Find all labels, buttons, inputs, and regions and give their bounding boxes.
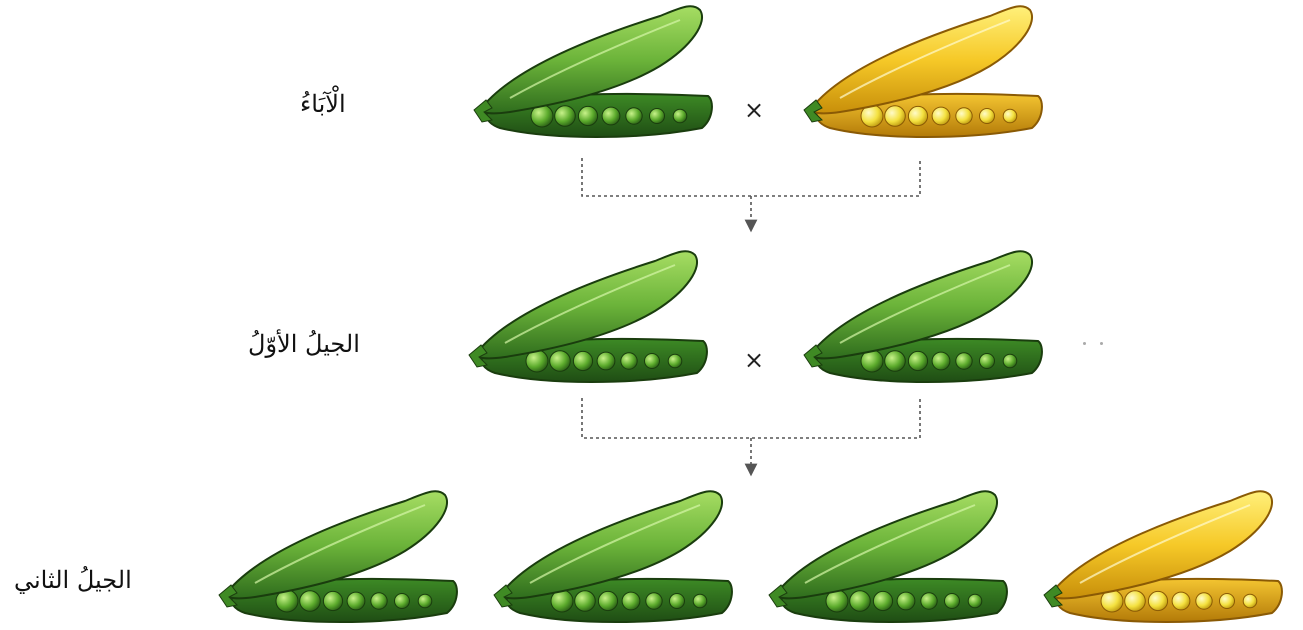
stray-dot xyxy=(1100,342,1103,345)
stray-dot xyxy=(1083,342,1086,345)
green-pea xyxy=(673,109,687,123)
green-pea xyxy=(908,351,927,370)
green-pea xyxy=(980,354,995,369)
green-pea xyxy=(575,591,596,612)
green-pea xyxy=(323,591,342,610)
yellow-pea xyxy=(1172,592,1190,610)
yellow-pea xyxy=(1125,591,1146,612)
connector-first-generation xyxy=(582,398,920,470)
green-pea xyxy=(626,108,642,124)
green-pea xyxy=(597,352,615,370)
green-pea xyxy=(573,351,592,370)
label-second-generation: الجيلُ الثاني xyxy=(14,566,132,594)
green-pea xyxy=(1003,354,1017,368)
yellow-pea xyxy=(956,108,972,124)
green-pea-pod xyxy=(769,491,1007,622)
green-pea xyxy=(645,354,660,369)
label-parents: الْآبَاءُ xyxy=(300,90,346,118)
green-pea xyxy=(621,353,637,369)
green-pea xyxy=(873,591,892,610)
green-pea xyxy=(347,592,365,610)
green-pea xyxy=(578,106,597,125)
green-pea-pod xyxy=(474,6,712,137)
yellow-pea xyxy=(1220,594,1235,609)
green-pea xyxy=(555,106,576,127)
green-pea xyxy=(371,593,387,609)
green-pea-pod xyxy=(494,491,732,622)
green-pea xyxy=(300,591,321,612)
green-pea xyxy=(921,593,937,609)
cross-symbol-first-generation: × xyxy=(744,346,764,374)
yellow-pea-pod xyxy=(1044,491,1282,622)
green-pea xyxy=(885,351,906,372)
yellow-pea xyxy=(1003,109,1017,123)
green-pea xyxy=(897,592,915,610)
yellow-pea-pod xyxy=(804,6,1042,137)
yellow-pea xyxy=(980,109,995,124)
cross-symbol-parents: × xyxy=(744,96,764,124)
green-pea xyxy=(602,107,620,125)
green-pea xyxy=(550,351,571,372)
green-pea xyxy=(956,353,972,369)
yellow-pea xyxy=(908,106,927,125)
yellow-pea xyxy=(1243,594,1257,608)
yellow-pea xyxy=(932,107,950,125)
green-pea xyxy=(693,594,707,608)
label-first-generation: الجيلُ الأوّلُ xyxy=(248,330,360,358)
yellow-pea xyxy=(885,106,906,127)
green-pea xyxy=(395,594,410,609)
green-pea xyxy=(932,352,950,370)
green-pea-pod xyxy=(469,251,707,382)
green-pea xyxy=(650,109,665,124)
green-pea xyxy=(418,594,432,608)
green-pea xyxy=(622,592,640,610)
yellow-pea xyxy=(1148,591,1167,610)
green-pea xyxy=(668,354,682,368)
connector-parents xyxy=(582,158,920,226)
green-pea xyxy=(670,594,685,609)
green-pea xyxy=(968,594,982,608)
green-pea-pod xyxy=(219,491,457,622)
green-pea xyxy=(945,594,960,609)
green-pea xyxy=(598,591,617,610)
yellow-pea xyxy=(1196,593,1212,609)
green-pea-pod xyxy=(804,251,1042,382)
green-pea xyxy=(850,591,871,612)
green-pea xyxy=(646,593,662,609)
